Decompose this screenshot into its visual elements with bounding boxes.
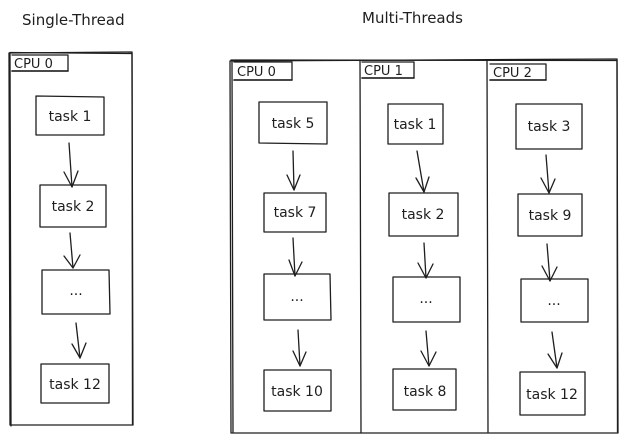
- task-box: task 8: [392, 368, 457, 411]
- task-box: task 12: [40, 363, 110, 404]
- arrow: [63, 142, 79, 188]
- cpu-label: CPU 2: [493, 66, 532, 81]
- task-label: task 5: [272, 116, 315, 132]
- arrow: [292, 329, 307, 367]
- task-label: task 10: [271, 384, 323, 400]
- cpu-label-tab: CPU 0: [233, 61, 293, 81]
- task-box: ...: [263, 273, 332, 321]
- task-label: ...: [419, 291, 432, 307]
- task-box: task 2: [388, 192, 459, 237]
- task-label: task 7: [274, 205, 317, 221]
- task-label: task 2: [52, 199, 95, 215]
- cpu-column: CPU 0 task 5 task 7 ...: [233, 61, 332, 412]
- arrow: [286, 150, 301, 191]
- task-box: ...: [41, 269, 111, 315]
- multi-threads-panel: CPU 0 task 5 task 7 ...: [229, 58, 619, 434]
- task-label: ...: [69, 283, 82, 299]
- cpu-label: CPU 0: [14, 57, 53, 72]
- cpu-label: CPU 0: [237, 65, 276, 80]
- task-label: task 12: [526, 387, 578, 403]
- task-box: task 3: [515, 103, 583, 150]
- arrow: [288, 237, 303, 277]
- task-box: ...: [520, 278, 589, 323]
- task-box: task 7: [263, 192, 327, 233]
- task-label: task 3: [528, 119, 571, 135]
- arrow: [540, 154, 556, 194]
- task-box: task 1: [35, 95, 105, 136]
- task-label: task 8: [404, 384, 447, 400]
- cpu-column: CPU 2 task 3 task 9 ...: [489, 63, 589, 416]
- task-label: task 9: [529, 208, 572, 224]
- arrow: [547, 331, 563, 369]
- arrow: [415, 150, 430, 193]
- task-label: task 1: [394, 117, 437, 133]
- arrow: [417, 242, 434, 279]
- task-box: task 5: [258, 101, 328, 145]
- task-box: task 2: [39, 184, 107, 228]
- arrow: [420, 330, 437, 367]
- cpu-label: CPU 1: [364, 64, 403, 79]
- task-box: task 10: [263, 369, 332, 412]
- task-box: task 9: [517, 193, 583, 237]
- task-label: ...: [547, 293, 560, 309]
- task-box: task 1: [387, 103, 444, 145]
- single-thread-heading: Single-Thread: [22, 11, 125, 29]
- multi-threads-heading: Multi-Threads: [362, 9, 463, 27]
- arrow: [63, 232, 81, 269]
- task-label: ...: [290, 289, 303, 305]
- arrow: [71, 322, 87, 359]
- task-label: task 1: [49, 109, 92, 125]
- task-box: ...: [392, 276, 461, 323]
- cpu-label-tab: CPU 0: [11, 54, 69, 72]
- cpu-label-tab: CPU 1: [361, 61, 415, 79]
- task-box: task 12: [519, 371, 586, 416]
- task-label: task 2: [402, 207, 445, 223]
- single-thread-panel: CPU 0 task 1 task 2 ... task 12: [8, 51, 134, 427]
- cpu-column: CPU 1 task 1 task 2 ...: [361, 61, 461, 411]
- cpu-label-tab: CPU 2: [489, 63, 547, 81]
- task-label: task 12: [49, 377, 101, 393]
- arrow: [541, 243, 558, 282]
